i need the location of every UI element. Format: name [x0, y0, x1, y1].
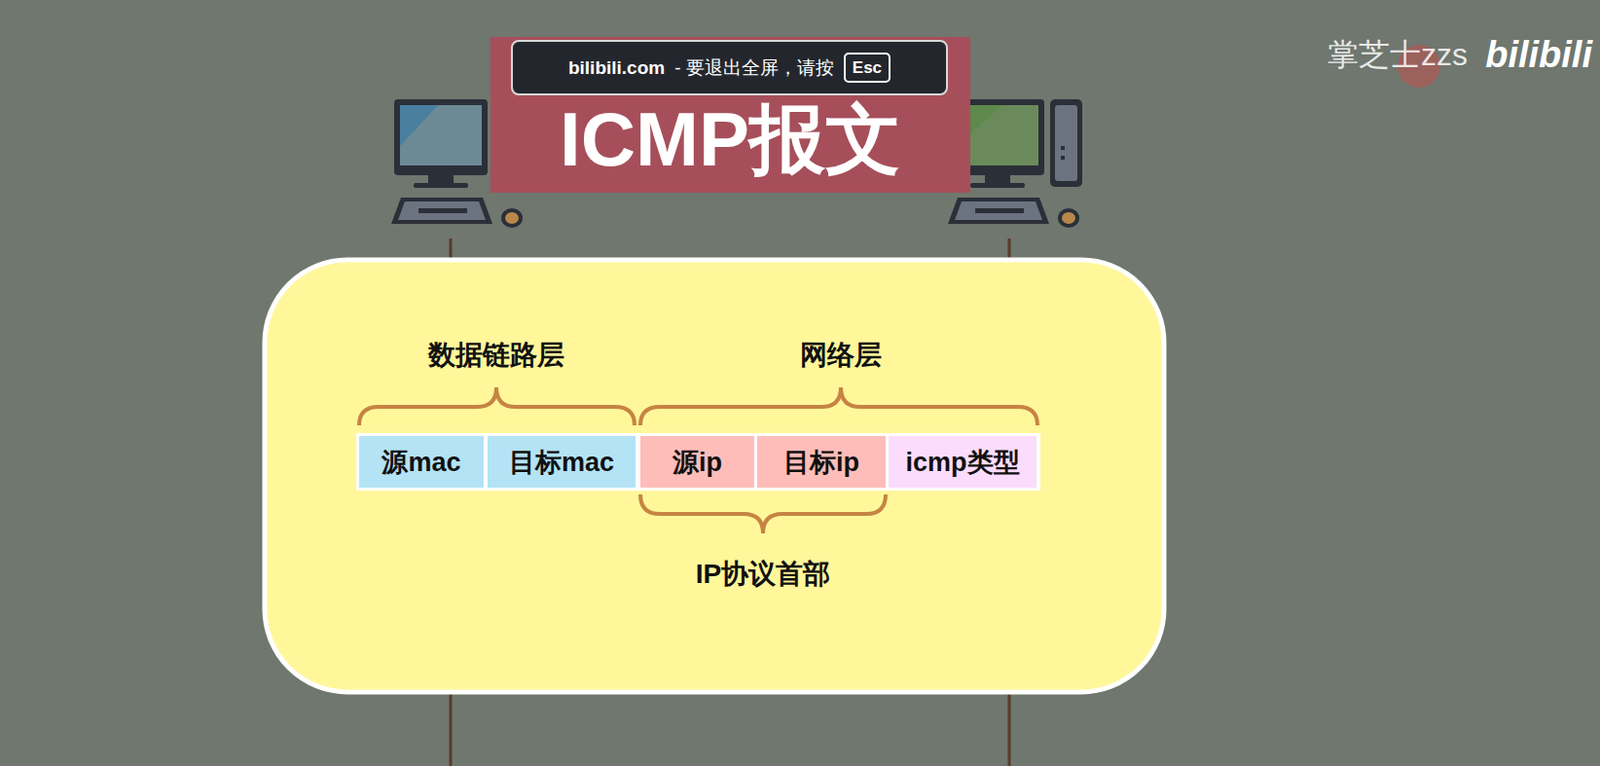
field-label: icmp类型 — [905, 444, 1019, 480]
brace — [359, 387, 635, 426]
brace — [640, 387, 1038, 426]
title-text: ICMP报文 — [490, 101, 971, 178]
layer-label: 网络层 — [800, 341, 882, 369]
fullscreen-hint: bilibili.com - 要退出全屏，请按 Esc — [510, 39, 948, 96]
mac-field: 源mac — [359, 436, 484, 488]
panel — [264, 259, 1164, 692]
field-label: 目标mac — [509, 444, 615, 480]
header-label: IP协议首部 — [695, 560, 831, 588]
watermark: 掌芝士zzs — [1327, 38, 1468, 71]
key-label: Esc — [852, 58, 882, 77]
mac-field: 目标mac — [487, 436, 636, 488]
ip-field: 目标ip — [757, 436, 886, 488]
field-label: 源mac — [381, 444, 461, 480]
hint-text: - 要退出全屏，请按 — [674, 55, 835, 81]
icmp-field: icmp类型 — [888, 436, 1037, 488]
field-label: 源ip — [672, 444, 723, 480]
ip-field: 源ip — [640, 436, 755, 488]
brace — [640, 494, 886, 534]
key-cap: Esc — [843, 52, 891, 83]
layer-label: 数据链路层 — [428, 341, 565, 369]
hint-text: bilibili.com — [568, 57, 665, 79]
field-strip — [356, 433, 1041, 491]
logo-text: bilibili — [1485, 36, 1593, 73]
field-label: 目标ip — [783, 444, 860, 480]
